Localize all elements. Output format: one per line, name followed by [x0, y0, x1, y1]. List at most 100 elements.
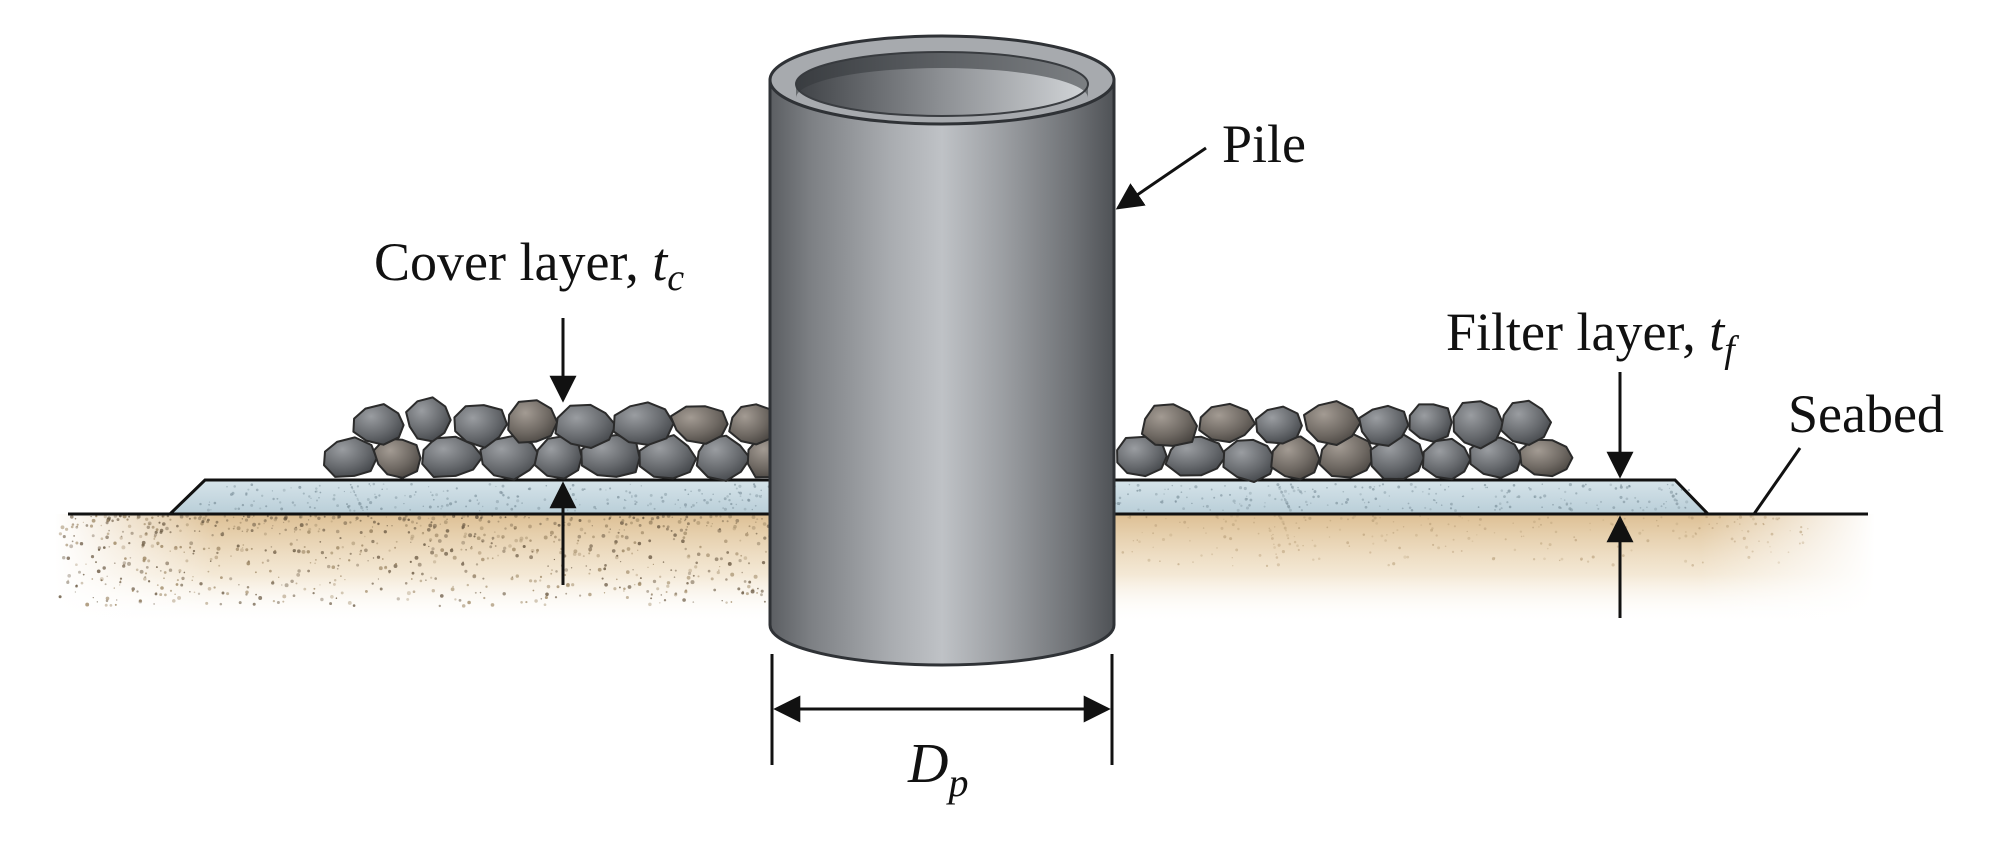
filter-grain: [315, 487, 318, 490]
sand-grain: [609, 528, 611, 530]
sand-grain: [91, 534, 95, 538]
sand-grain: [1548, 543, 1552, 547]
sand-grain: [1616, 515, 1619, 517]
sand-grain: [1476, 534, 1478, 536]
sand-grain: [282, 521, 285, 524]
sand-grain: [108, 529, 110, 532]
sand-grain: [394, 546, 397, 549]
sand-grain: [449, 548, 454, 553]
sand-grain: [239, 521, 242, 524]
sand-grain: [236, 526, 241, 531]
filter-grain: [1245, 495, 1248, 497]
filter-grain: [743, 507, 747, 511]
sand-grain: [307, 519, 310, 521]
sand-grain: [577, 552, 582, 557]
sand-grain: [642, 516, 645, 520]
sand-grain: [303, 587, 307, 591]
sand-grain: [1560, 557, 1564, 561]
sand-grain: [1467, 519, 1470, 522]
sand-grain: [1435, 534, 1438, 537]
filter-grain: [528, 487, 532, 491]
sand-grain: [153, 603, 155, 605]
sand-grain: [96, 601, 98, 603]
cover-layer-text: Cover layer,: [374, 232, 652, 292]
filter-grain: [723, 507, 727, 511]
filter-grain: [230, 493, 233, 496]
sand-grain: [91, 578, 94, 580]
filter-grain: [1639, 507, 1642, 509]
sand-grain: [383, 530, 387, 534]
filter-grain: [622, 506, 626, 510]
sand-grain: [1747, 555, 1751, 559]
sand-grain: [359, 553, 362, 556]
filter-grain: [1298, 506, 1301, 508]
sand-grain: [391, 525, 393, 527]
diameter-symbol: D: [907, 733, 948, 795]
sand-grain: [650, 593, 653, 596]
sand-grain: [658, 601, 661, 604]
sand-grain: [425, 579, 427, 581]
filter-grain: [1238, 503, 1241, 505]
sand-grain: [1187, 527, 1189, 529]
sand-grain: [1452, 538, 1455, 541]
filter-grain: [1620, 484, 1623, 487]
sand-grain: [1437, 546, 1441, 550]
sand-grain: [481, 557, 485, 562]
sand-grain: [340, 591, 344, 595]
sand-grain: [1369, 551, 1372, 554]
sand-grain: [699, 516, 703, 519]
sand-grain: [618, 529, 621, 531]
sand-grain: [1272, 533, 1274, 536]
sand-grain: [475, 563, 479, 566]
sand-grain: [185, 559, 189, 563]
sand-grain: [121, 545, 126, 550]
filter-grain: [1660, 488, 1663, 491]
sand-grain: [718, 569, 720, 571]
filter-grain: [1503, 495, 1506, 498]
sand-grain: [472, 574, 477, 578]
sand-grain: [264, 549, 267, 552]
sand-grain: [1326, 526, 1329, 529]
sand-grain: [348, 559, 351, 562]
sand-grain: [549, 530, 554, 535]
filter-grain: [408, 495, 412, 498]
sand-grain: [385, 516, 388, 518]
filter-grain: [1286, 502, 1289, 506]
filter-grain: [1411, 490, 1414, 493]
sand-grain: [745, 592, 749, 596]
sand-grain: [258, 596, 263, 600]
sand-grain: [336, 546, 340, 550]
filter-grain: [599, 488, 602, 491]
sand-grain: [686, 522, 690, 526]
sand-grain: [67, 573, 72, 578]
filter-grain: [237, 507, 241, 510]
sand-grain: [1451, 550, 1455, 554]
sand-grain: [1538, 517, 1541, 521]
filter-grain: [1596, 504, 1598, 506]
filter-grain: [1680, 488, 1683, 491]
sand-grain: [1532, 558, 1536, 561]
sand-grain: [384, 566, 388, 570]
sand-grain: [1733, 540, 1736, 543]
sand-grain: [462, 561, 464, 564]
filter-grain: [1675, 492, 1678, 495]
sand-grain: [437, 539, 442, 543]
sand-grain: [725, 601, 728, 604]
sand-grain: [762, 522, 767, 526]
filter-grain: [1243, 486, 1247, 491]
sand-grain: [748, 525, 751, 528]
sand-grain: [1799, 530, 1803, 534]
sand-grain: [494, 545, 497, 547]
filter-grain: [1164, 488, 1166, 491]
sand-grain: [370, 517, 373, 520]
sand-grain: [710, 577, 714, 581]
sand-grain: [142, 558, 146, 562]
sand-grain: [128, 541, 131, 545]
sand-grain: [241, 530, 244, 532]
sand-grain: [533, 579, 537, 583]
filter-grain: [629, 483, 631, 486]
sand-grain: [539, 522, 542, 526]
filter-grain: [468, 499, 472, 503]
sand-grain: [615, 555, 619, 560]
filter-grain: [1136, 489, 1139, 492]
